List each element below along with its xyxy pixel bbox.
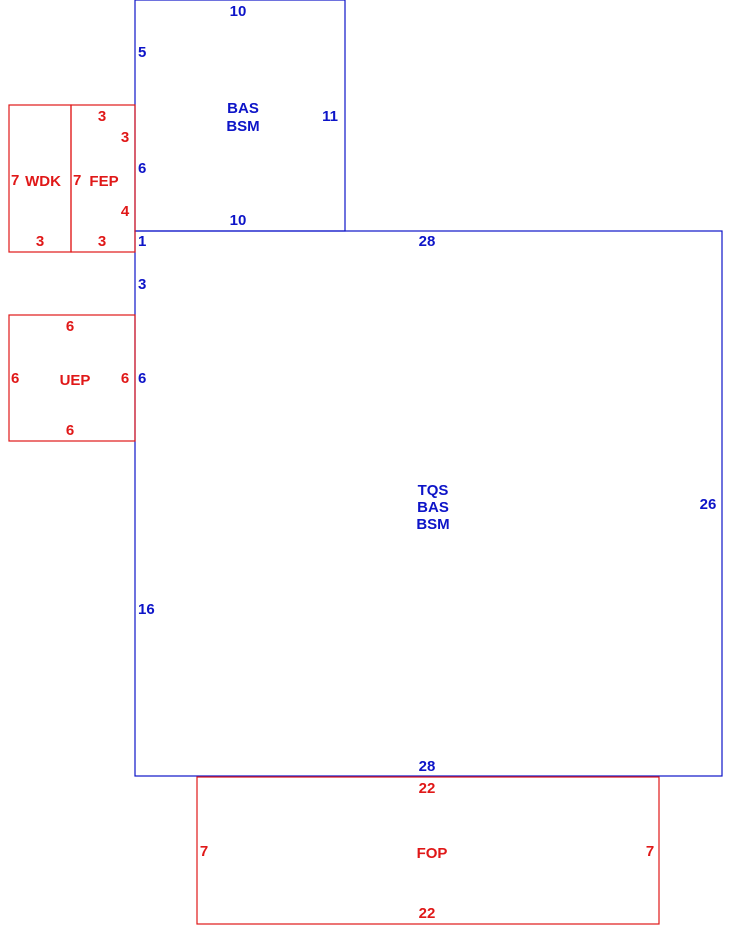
uep-outline — [8, 314, 136, 442]
main-right-dim: 26 — [700, 496, 717, 513]
upper-bas-bottom-dim: 10 — [230, 212, 247, 229]
main-left-dim-a: 1 — [138, 233, 146, 250]
uep-right-dim: 6 — [121, 370, 129, 387]
main-left-dim-c: 6 — [138, 370, 146, 387]
upper-bas-code-2: BSM — [226, 118, 259, 135]
upper-bas-right-dim: 11 — [322, 108, 338, 125]
area-uep: 6 6 6 6 UEP — [8, 314, 136, 442]
fep-right-upper-dim: 3 — [121, 129, 129, 146]
main-top-dim: 28 — [419, 233, 436, 250]
fep-right-lower-dim: 4 — [121, 203, 130, 220]
wdk-left-dim: 7 — [11, 172, 19, 189]
main-left-dim-d: 16 — [138, 601, 155, 618]
area-fop: 22 22 7 7 FOP — [196, 776, 660, 925]
fep-code: FEP — [89, 173, 118, 190]
wdk-bottom-dim: 3 — [36, 233, 44, 250]
fop-bottom-dim: 22 — [419, 905, 436, 922]
area-main-tqs: 28 28 26 1 3 6 16 TQS BAS BSM — [134, 230, 723, 777]
fop-left-dim: 7 — [200, 843, 208, 860]
upper-bas-top-dim: 10 — [230, 3, 247, 20]
uep-top-dim: 6 — [66, 318, 74, 335]
main-bottom-dim: 28 — [419, 758, 436, 775]
uep-bottom-dim: 6 — [66, 422, 74, 439]
fep-top-dim: 3 — [98, 108, 106, 125]
area-wdk: 7 3 WDK — [8, 104, 72, 253]
fep-left-dim: 7 — [73, 172, 81, 189]
fop-right-dim: 7 — [646, 843, 654, 860]
main-code-2: BAS — [417, 499, 449, 516]
fep-outline — [70, 104, 136, 253]
wdk-code: WDK — [25, 173, 61, 190]
main-code-3: BSM — [416, 516, 449, 533]
area-fep: 7 3 3 4 3 FEP — [70, 104, 136, 253]
fop-code: FOP — [417, 845, 448, 862]
main-tqs-outline — [134, 230, 723, 777]
fep-bottom-dim: 3 — [98, 233, 106, 250]
upper-bas-code-1: BAS — [227, 100, 259, 117]
fop-top-dim: 22 — [419, 780, 436, 797]
main-code-1: TQS — [418, 482, 449, 499]
upper-bas-left-lower-dim: 6 — [138, 160, 146, 177]
fop-outline — [196, 776, 660, 925]
uep-left-dim: 6 — [11, 370, 19, 387]
upper-bas-left-upper-dim: 5 — [138, 44, 146, 61]
area-upper-bas: 10 10 11 5 6 BAS BSM — [134, 0, 346, 232]
main-left-dim-b: 3 — [138, 276, 146, 293]
uep-code: UEP — [60, 372, 91, 389]
